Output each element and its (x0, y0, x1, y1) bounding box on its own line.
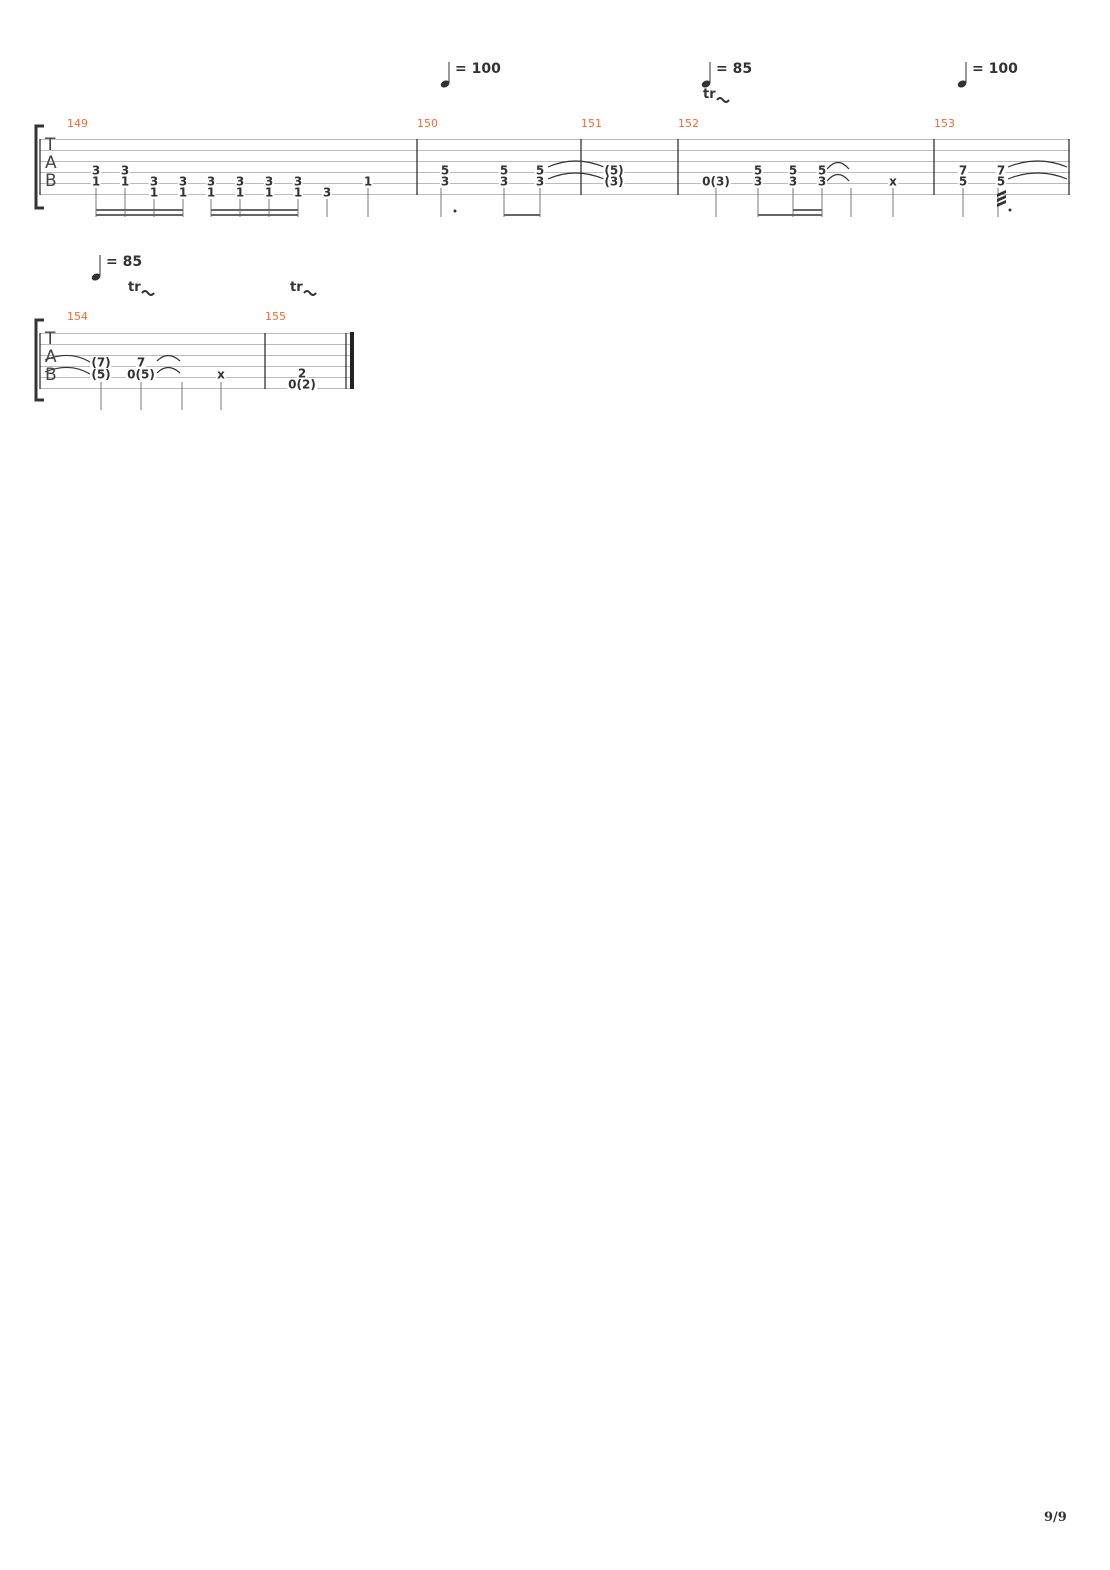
fret-number: 1 (292, 185, 304, 200)
dead-note: x (888, 174, 898, 189)
measure-number: 152 (678, 117, 699, 130)
fret-number: 3 (119, 163, 131, 178)
barlines (39, 139, 1070, 389)
measure-number: 155 (265, 310, 286, 323)
fret-number: 3 (234, 174, 246, 189)
trill-marking: tr (128, 280, 141, 295)
fret-number: (5) (90, 367, 112, 382)
dots-tremolo (453, 190, 1012, 213)
trill-wave-icons (141, 97, 730, 296)
fret-number: 2 (296, 366, 308, 381)
measure-number: 149 (67, 117, 88, 130)
beams (96, 209, 822, 216)
fret-number: 3 (205, 174, 217, 189)
note-stems (95, 188, 999, 410)
fret-number: 3 (263, 174, 275, 189)
dead-note: x (216, 367, 226, 382)
fret-number: 3 (498, 174, 510, 189)
tempo-note-icons (91, 62, 967, 281)
measure-number: 154 (67, 310, 88, 323)
tempo-marking: = 85 (716, 61, 753, 77)
fret-number: 1 (234, 185, 246, 200)
measure-number: 153 (934, 117, 955, 130)
fret-number: 0(2) (287, 377, 317, 392)
fret-number: 5 (752, 163, 764, 178)
fret-number: 1 (177, 185, 189, 200)
page-number: 9/9 (1044, 1510, 1067, 1525)
fret-number: 1 (90, 174, 102, 189)
fret-number: 5 (995, 174, 1007, 189)
fret-number: 3 (816, 174, 828, 189)
system-bracket-2 (34, 318, 44, 402)
fret-number: 1 (119, 174, 131, 189)
fret-number: 1 (362, 174, 374, 189)
final-barline (350, 332, 354, 389)
fret-number: 3 (439, 174, 451, 189)
system-bracket-1 (34, 124, 44, 210)
trill-marking: tr (703, 87, 716, 102)
fret-number: (7) (90, 355, 112, 370)
fret-number: 7 (957, 163, 969, 178)
fret-number: (5) (603, 163, 625, 178)
tempo-marking: = 100 (972, 61, 1018, 77)
fret-number: (3) (603, 174, 625, 189)
measure-number: 151 (581, 117, 602, 130)
measure-number: 150 (417, 117, 438, 130)
ties (44, 160, 1068, 375)
trill-marking: tr (290, 280, 303, 295)
fret-number: 3 (148, 174, 160, 189)
staff-lines-system-1 (40, 139, 1070, 195)
fret-number: 3 (90, 163, 102, 178)
fret-number: 3 (534, 174, 546, 189)
fret-number: 3 (752, 174, 764, 189)
fret-number: 0(5) (126, 367, 156, 382)
fret-number: 5 (534, 163, 546, 178)
tempo-marking: = 100 (455, 61, 501, 77)
fret-number: 1 (205, 185, 217, 200)
tempo-marking: = 85 (106, 254, 143, 270)
fret-number: 3 (177, 174, 189, 189)
fret-number: 1 (263, 185, 275, 200)
fret-number: 5 (439, 163, 451, 178)
fret-number: 3 (321, 185, 333, 200)
fret-number: 3 (292, 174, 304, 189)
fret-number: 3 (787, 174, 799, 189)
fret-number: 5 (816, 163, 828, 178)
fret-number: 5 (787, 163, 799, 178)
fret-number: 7 (135, 355, 147, 370)
fret-number: 5 (498, 163, 510, 178)
fret-number: 0(3) (701, 174, 731, 189)
fret-number: 1 (148, 185, 160, 200)
fret-number: 5 (957, 174, 969, 189)
fret-number: 7 (995, 163, 1007, 178)
